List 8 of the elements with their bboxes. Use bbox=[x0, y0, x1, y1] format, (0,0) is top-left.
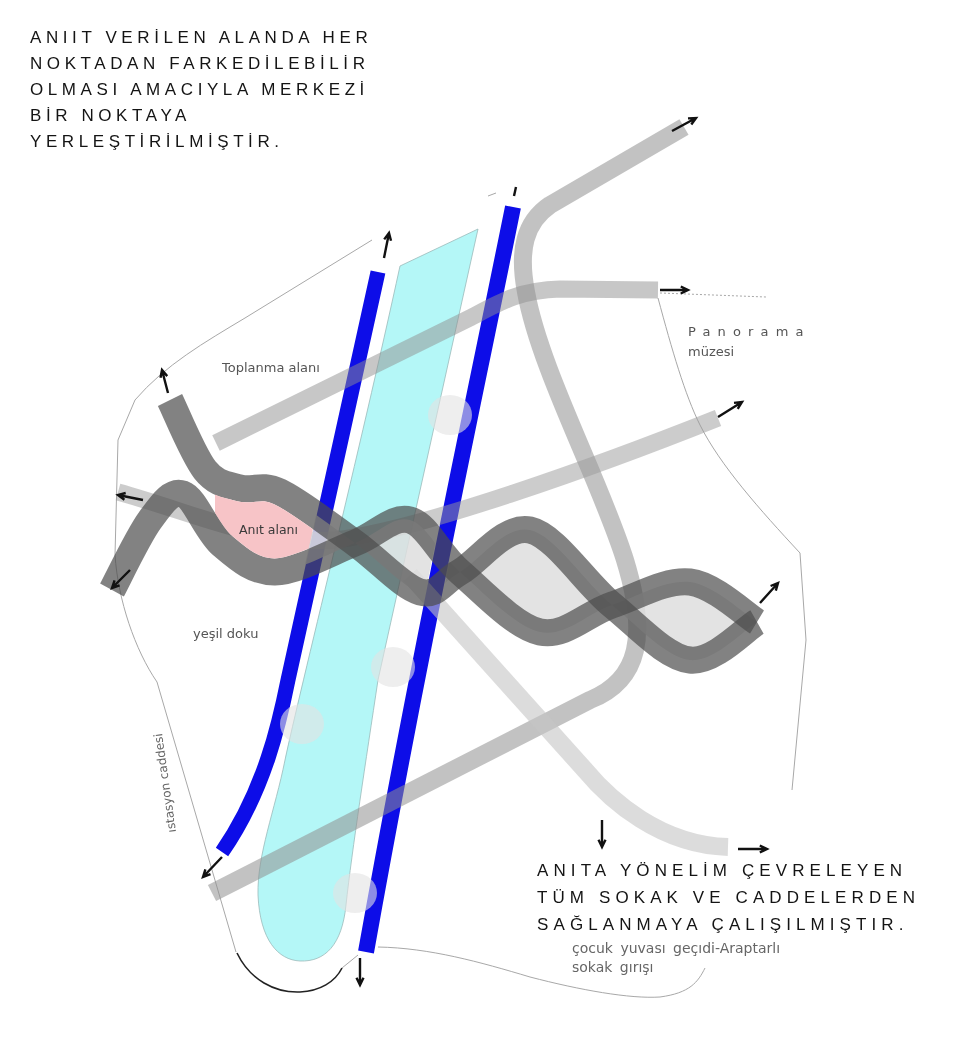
place-label: yeşil doku bbox=[193, 625, 259, 643]
place-label: çocuk yuvası geçıdi-Araptarlı sokak gırışı bbox=[572, 939, 782, 977]
annotation-text: ANIIT VERİLEN ALANDA HER NOKTADAN FARKEDİLEBİLİR OLMASI AMACIYLA MERKEZİ BİR NOKTAYA YERLEŞTİRİLMİŞTİR. bbox=[30, 27, 374, 153]
annotation-text: ANITA YÖNELİM ÇEVRELEYEN TÜM SOKAK VE CADDELERDEN SAĞLANMAYA ÇALIŞILMIŞTIR. bbox=[537, 860, 922, 936]
area-label: Anıt alanı bbox=[239, 522, 298, 538]
street-label: ıstasyon caddesi bbox=[150, 731, 180, 836]
place-label: Panorama müzesi bbox=[688, 323, 812, 361]
place-label: Toplanma alanı bbox=[222, 359, 320, 377]
